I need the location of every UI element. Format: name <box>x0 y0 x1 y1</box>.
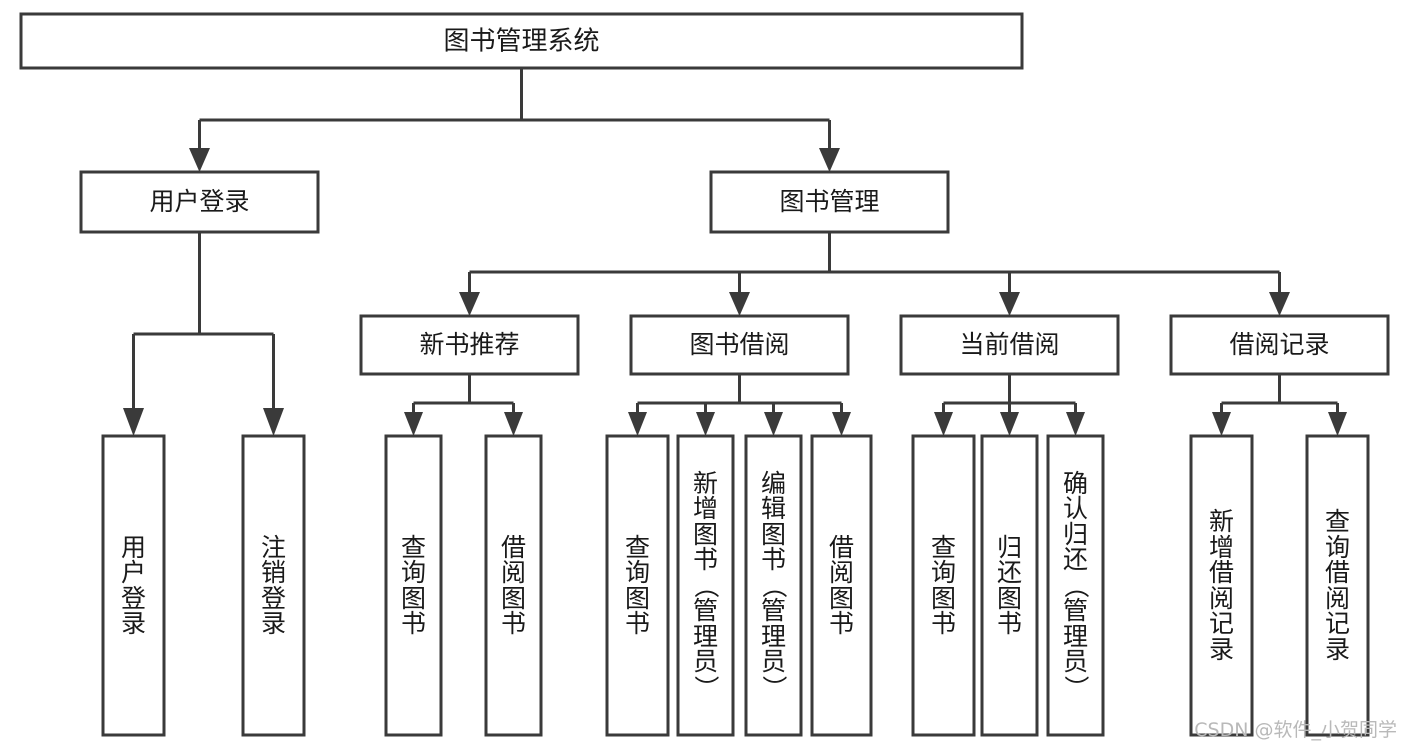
arrowhead-borrow-record <box>1269 292 1290 316</box>
node-root-box[interactable] <box>19 12 1024 70</box>
node-current-borrow-label: 当前借阅 <box>959 330 1059 359</box>
arrowhead-leaf-user-login <box>123 408 144 436</box>
arrowhead-leaf-query-book-1 <box>404 412 423 436</box>
node-borrow-record-box[interactable] <box>1169 314 1390 376</box>
arrowhead-leaf-add-record <box>1212 412 1231 436</box>
node-book-management-label: 图书管理 <box>779 187 879 216</box>
arrowhead-leaf-query-book-3 <box>934 412 953 436</box>
node-root-label: 图书管理系统 <box>443 27 599 57</box>
leaf-return-book-box[interactable] <box>980 434 1039 737</box>
arrowhead-leaf-logout-login <box>263 408 284 436</box>
leaf-borrow-book-1-box[interactable] <box>484 434 543 737</box>
edge-group <box>132 68 1339 412</box>
arrowhead-leaf-query-book-2 <box>628 412 647 436</box>
node-book-borrow-label: 图书借阅 <box>689 330 789 359</box>
node-book-borrow[interactable]: 图书借阅 <box>629 314 850 376</box>
leaf-logout-login-box[interactable] <box>241 434 306 737</box>
leaf-borrow-book-2-box[interactable] <box>810 434 873 737</box>
node-new-book-recommend-label: 新书推荐 <box>419 330 519 359</box>
arrowhead-leaf-edit-book <box>764 412 783 436</box>
leaf-add-record-box[interactable] <box>1189 434 1254 737</box>
arrowhead-new-book-recommend <box>459 292 480 316</box>
node-borrow-record[interactable]: 借阅记录 <box>1169 314 1390 376</box>
arrowhead-leaf-query-record <box>1328 412 1347 436</box>
leaf-edit-book-box[interactable] <box>744 434 803 737</box>
node-book-management[interactable]: 图书管理 <box>709 170 950 234</box>
leaf-user-login-box[interactable] <box>101 434 166 737</box>
arrowhead-user-login <box>189 148 210 172</box>
node-root[interactable]: 图书管理系统 <box>19 12 1024 70</box>
node-book-management-box[interactable] <box>709 170 950 234</box>
arrowhead-leaf-borrow-book-1 <box>504 412 523 436</box>
node-new-book-recommend[interactable]: 新书推荐 <box>359 314 580 376</box>
node-book-borrow-box[interactable] <box>629 314 850 376</box>
arrowhead-book-borrow <box>729 292 750 316</box>
arrowhead-leaf-confirm-return <box>1066 412 1085 436</box>
arrowhead-leaf-return-book <box>1000 412 1019 436</box>
node-user-login-box[interactable] <box>79 170 320 234</box>
arrowhead-group <box>123 148 1347 436</box>
leaf-box-group <box>101 434 1370 737</box>
node-user-login-label: 用户登录 <box>149 187 249 216</box>
arrowhead-current-borrow <box>999 292 1020 316</box>
arrowhead-leaf-add-book <box>696 412 715 436</box>
node-current-borrow[interactable]: 当前借阅 <box>899 314 1120 376</box>
leaf-query-record-box[interactable] <box>1305 434 1370 737</box>
leaf-query-book-2-box[interactable] <box>605 434 670 737</box>
node-current-borrow-box[interactable] <box>899 314 1120 376</box>
node-new-book-recommend-box[interactable] <box>359 314 580 376</box>
arrowhead-book-management <box>819 148 840 172</box>
arrowhead-leaf-borrow-book-2 <box>832 412 851 436</box>
leaf-query-book-1-box[interactable] <box>384 434 443 737</box>
leaf-query-book-3-box[interactable] <box>911 434 976 737</box>
node-borrow-record-label: 借阅记录 <box>1229 330 1329 359</box>
node-user-login[interactable]: 用户登录 <box>79 170 320 234</box>
leaf-confirm-return-box[interactable] <box>1046 434 1105 737</box>
leaf-add-book-box[interactable] <box>676 434 735 737</box>
